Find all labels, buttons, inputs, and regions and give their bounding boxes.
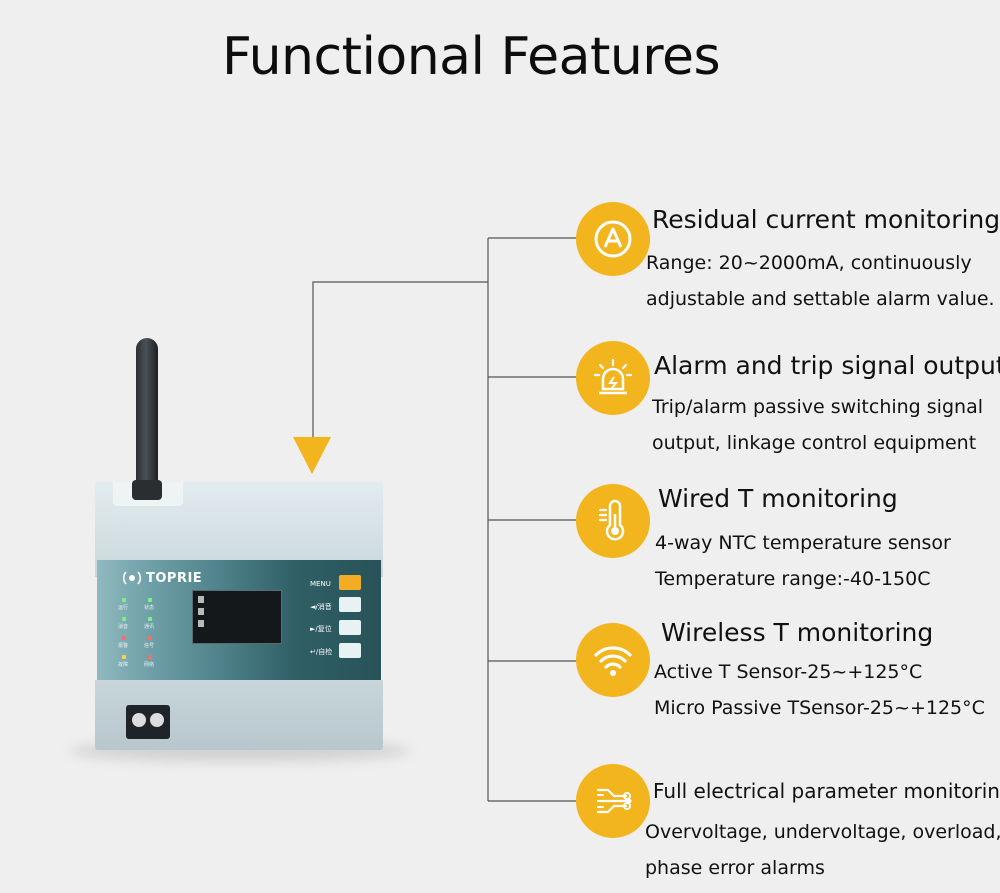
status-led <box>148 655 152 659</box>
feature-description: phase error alarms <box>645 857 825 879</box>
wireless-signal-icon <box>576 623 650 697</box>
device-reset-button <box>339 620 361 635</box>
feature-description: Trip/alarm passive switching signal <box>652 396 983 418</box>
thermometer-icon <box>576 484 650 558</box>
device-mute-button <box>339 597 361 612</box>
led-label: 故障 <box>118 662 129 668</box>
led-label: 状态 <box>144 605 155 611</box>
device-button-label: ◄/消音 <box>310 603 332 611</box>
feature-description: Micro Passive TSensor-25~+125°C <box>654 697 985 719</box>
ammeter-a-icon <box>576 202 650 276</box>
status-led <box>122 655 126 659</box>
led-label: 网络 <box>144 662 155 668</box>
device-brand: TOPRIE <box>146 571 203 586</box>
status-led <box>148 598 152 602</box>
led-label: 信号 <box>144 643 155 649</box>
pointer-arrow <box>293 437 331 474</box>
page-title: Functional Features <box>222 27 721 87</box>
feature-description: adjustable and settable alarm value. <box>646 288 995 310</box>
circuit-parameters-icon <box>576 764 650 838</box>
led-label: 消音 <box>118 624 129 630</box>
device-button-label: MENU <box>310 580 331 588</box>
feature-title: Full electrical parameter monitoring <box>653 779 1000 803</box>
device-image: TOPRIE 运行 状态 消音 通讯 报警 信号 故障 网络 MENU ◄/消音… <box>70 330 410 770</box>
feature-description: Overvoltage, undervoltage, overload, <box>645 821 1000 843</box>
feature-title: Wired T monitoring <box>658 484 898 513</box>
antenna <box>136 338 158 496</box>
feature-description: output, linkage control equipment <box>652 432 977 454</box>
feature-title: Residual current monitoring <box>652 205 1000 234</box>
feature-description: 4-way NTC temperature sensor <box>655 532 951 554</box>
device-selftest-button <box>339 643 361 658</box>
led-label: 报警 <box>118 643 129 649</box>
device-menu-button <box>339 575 361 590</box>
alarm-siren-icon <box>576 341 650 415</box>
feature-description: Range: 20~2000mA, continuously <box>646 252 972 274</box>
feature-title: Wireless T monitoring <box>661 618 934 647</box>
status-led <box>148 617 152 621</box>
brand-logo-icon <box>122 571 142 585</box>
status-led <box>148 636 152 640</box>
led-label: 通讯 <box>144 624 155 630</box>
feature-description: Temperature range:-40-150C <box>655 568 931 590</box>
feature-description: Active T Sensor-25~+125°C <box>654 661 923 683</box>
status-led <box>122 598 126 602</box>
status-led <box>122 617 126 621</box>
device-display <box>192 590 282 644</box>
feature-title: Alarm and trip signal output <box>654 351 1000 380</box>
terminal-block <box>126 705 170 739</box>
device-button-label: ►/复位 <box>310 625 332 633</box>
status-led <box>122 636 126 640</box>
led-label: 运行 <box>118 605 129 611</box>
device-button-label: ↵/自检 <box>310 648 333 656</box>
